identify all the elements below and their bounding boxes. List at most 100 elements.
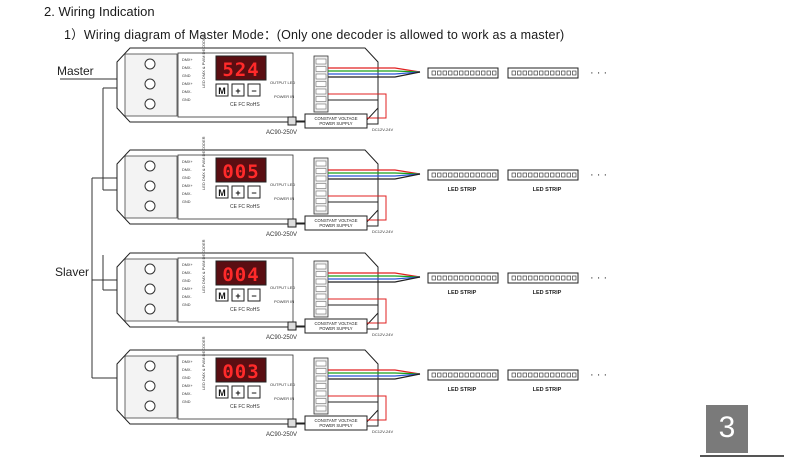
led-chip: [517, 172, 522, 178]
dmx-pin-label: DMX+: [182, 360, 193, 364]
decoder-brand-label: LED DMX & PWM DECODER: [201, 136, 206, 190]
led-chip: [481, 70, 486, 76]
output-wire: [328, 67, 421, 73]
decoder-button-label: −: [251, 86, 256, 96]
dmx-pin-label: DMX-: [182, 168, 192, 172]
led-chip: [528, 70, 533, 76]
led-display-value: 004: [222, 264, 259, 286]
terminal-screw: [315, 308, 327, 315]
dmx-socket: [144, 380, 156, 392]
output-wire: [328, 173, 421, 180]
decoder-button-label: +: [235, 86, 240, 96]
dmx-socket: [144, 58, 156, 70]
led-chip: [533, 172, 538, 178]
decoder-button-label: +: [235, 388, 240, 398]
led-chip: [522, 70, 527, 76]
dmx-pin-label: GND: [182, 400, 191, 404]
decoder-button-label: −: [251, 188, 256, 198]
led-chip: [522, 372, 527, 378]
decoder-button-label: +: [235, 188, 240, 198]
led-chip: [431, 172, 436, 178]
led-chip: [517, 372, 522, 378]
psu-label-line1: CONSTANT VOLTAGE: [315, 116, 358, 121]
psu-label-line1: CONSTANT VOLTAGE: [315, 321, 358, 326]
output-wire: [328, 70, 421, 73]
page-number: 3: [706, 405, 748, 453]
section-heading: 2. Wiring Indication: [44, 4, 155, 19]
led-chip: [475, 372, 480, 378]
decoder-button: [247, 288, 261, 302]
led-chip: [544, 275, 549, 281]
led-chip: [481, 172, 486, 178]
led-chip: [522, 172, 527, 178]
output-wire: [328, 276, 421, 283]
led-chip: [431, 275, 436, 281]
led-chip: [453, 70, 458, 76]
decoder-button: [215, 185, 229, 199]
dmx-socket: [144, 98, 156, 110]
led-display-value: 003: [222, 361, 259, 383]
dmx-pin-label: DMX+: [182, 384, 193, 388]
led-chip: [533, 275, 538, 281]
led-chip: [539, 372, 544, 378]
led-chip: [475, 172, 480, 178]
led-chip: [550, 172, 555, 178]
led-chip: [522, 275, 527, 281]
dc-wire-negative: [328, 304, 379, 330]
terminal-screw: [315, 96, 327, 102]
decoder-button: [215, 83, 229, 97]
led-chip: [572, 275, 577, 281]
decoder-button-label: M: [218, 388, 226, 398]
led-chip: [475, 70, 480, 76]
dmx-pin-label: DMX+: [182, 184, 193, 188]
led-chip: [442, 372, 447, 378]
strip-continuation: · · ·: [590, 272, 607, 284]
terminal-screw: [315, 175, 327, 182]
led-chip: [533, 70, 538, 76]
terminal-screw: [315, 205, 327, 212]
dc-output-label: DC12V-24V: [372, 127, 393, 132]
decoder-button: [231, 83, 245, 97]
led-strip-label: LED STRIP: [533, 387, 562, 393]
led-strip-label: LED STRIP: [533, 290, 562, 296]
cert-marks: CE FC RoHS: [230, 102, 260, 108]
dmx-socket: [144, 200, 156, 212]
terminal-screw: [315, 58, 327, 65]
terminal-screw: [315, 66, 327, 72]
led-chip: [486, 275, 491, 281]
led-chip: [470, 70, 475, 76]
dmx-pin-label: DMX-: [182, 192, 192, 196]
led-chip: [572, 70, 577, 76]
led-chip: [572, 172, 577, 178]
led-chip: [572, 372, 577, 378]
led-chip: [544, 172, 549, 178]
led-chip: [459, 275, 464, 281]
ac-input-label: AC90-250V: [266, 130, 297, 136]
led-chip: [453, 275, 458, 281]
decoder-button-label: M: [218, 291, 226, 301]
decoder-button: [247, 385, 261, 399]
led-chip: [481, 275, 486, 281]
led-chip: [437, 172, 442, 178]
led-chip: [492, 172, 497, 178]
psu-label-line2: POWER SUPPLY: [319, 223, 352, 228]
led-display: [215, 157, 267, 183]
output-label: OUTPUT LED: [270, 285, 295, 290]
led-strip-label: LED STRIP: [533, 187, 562, 193]
strip-continuation: · · ·: [590, 369, 607, 381]
decoder-button-label: M: [218, 86, 226, 96]
led-chip: [486, 172, 491, 178]
output-wire: [328, 173, 421, 177]
dc-wire-positive: [328, 395, 387, 421]
output-wire: [328, 71, 421, 78]
terminal-screw: [315, 301, 327, 307]
terminal-screw: [315, 375, 327, 382]
plug-icon: [287, 218, 297, 228]
dmx-pin-label: DMX-: [182, 392, 192, 396]
output-wire: [328, 172, 421, 175]
led-chip: [528, 275, 533, 281]
led-chip: [561, 70, 566, 76]
led-chip: [431, 70, 436, 76]
